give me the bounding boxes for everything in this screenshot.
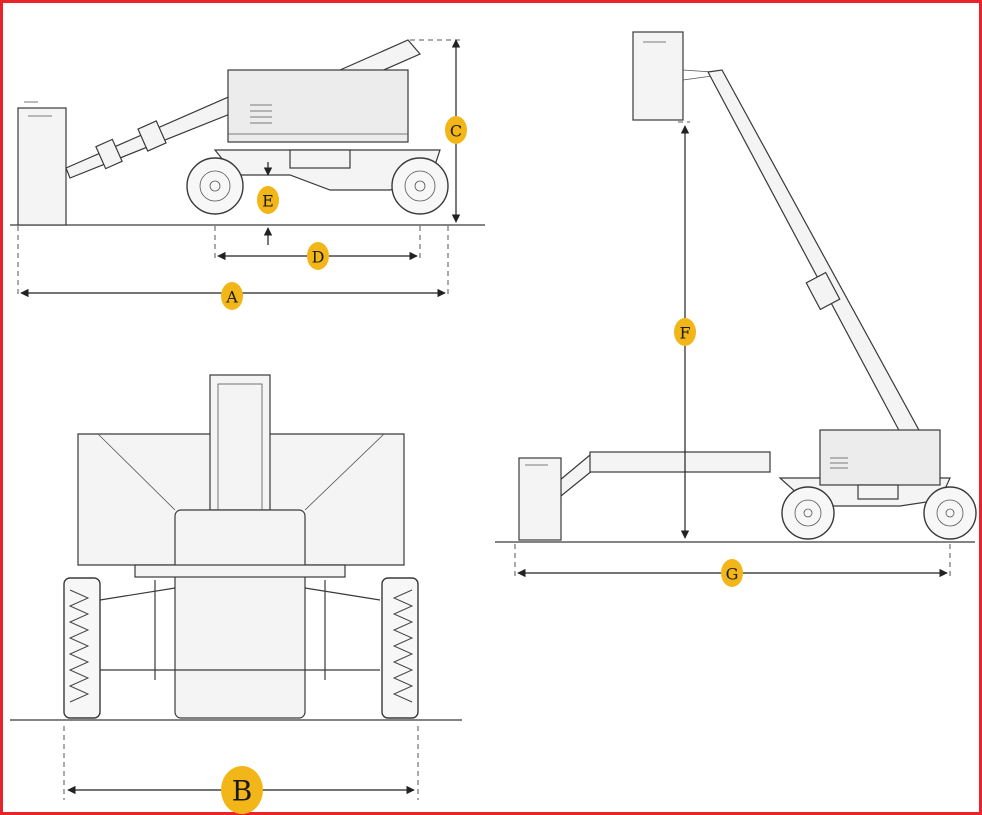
tire-left-rear [63,577,101,719]
platform-basket-side [17,107,67,226]
wheel-front-side [391,157,449,215]
wheel-front-extended [923,486,977,540]
boom-raised [707,69,921,437]
label-e: E [262,192,274,211]
platform-raised [632,31,684,121]
badge-b: B [221,766,263,814]
tire-right-rear [381,577,419,719]
badge-f: F [674,318,696,346]
label-a: A [225,288,238,307]
jib-arm [589,451,771,473]
turntable-extended [819,429,941,486]
rear-view [10,374,462,800]
label-f: F [679,324,690,343]
badge-c: C [445,116,467,144]
label-b: B [232,775,253,808]
label-c: C [450,122,462,141]
side-view-stowed [10,39,485,298]
badge-e: E [257,186,279,214]
badge-d: D [307,242,329,270]
center-housing-rear [174,509,306,719]
label-d: D [312,248,325,267]
side-view-extended [495,31,977,580]
wheel-rear-side [186,157,244,215]
label-g: G [726,565,739,584]
chassis-side [213,149,441,191]
boom-rear [209,374,271,511]
badge-g: G [721,559,743,587]
turntable-side [227,69,409,143]
wheel-rear-extended [781,486,835,540]
platform-low [518,457,562,541]
badge-a: A [221,282,243,310]
